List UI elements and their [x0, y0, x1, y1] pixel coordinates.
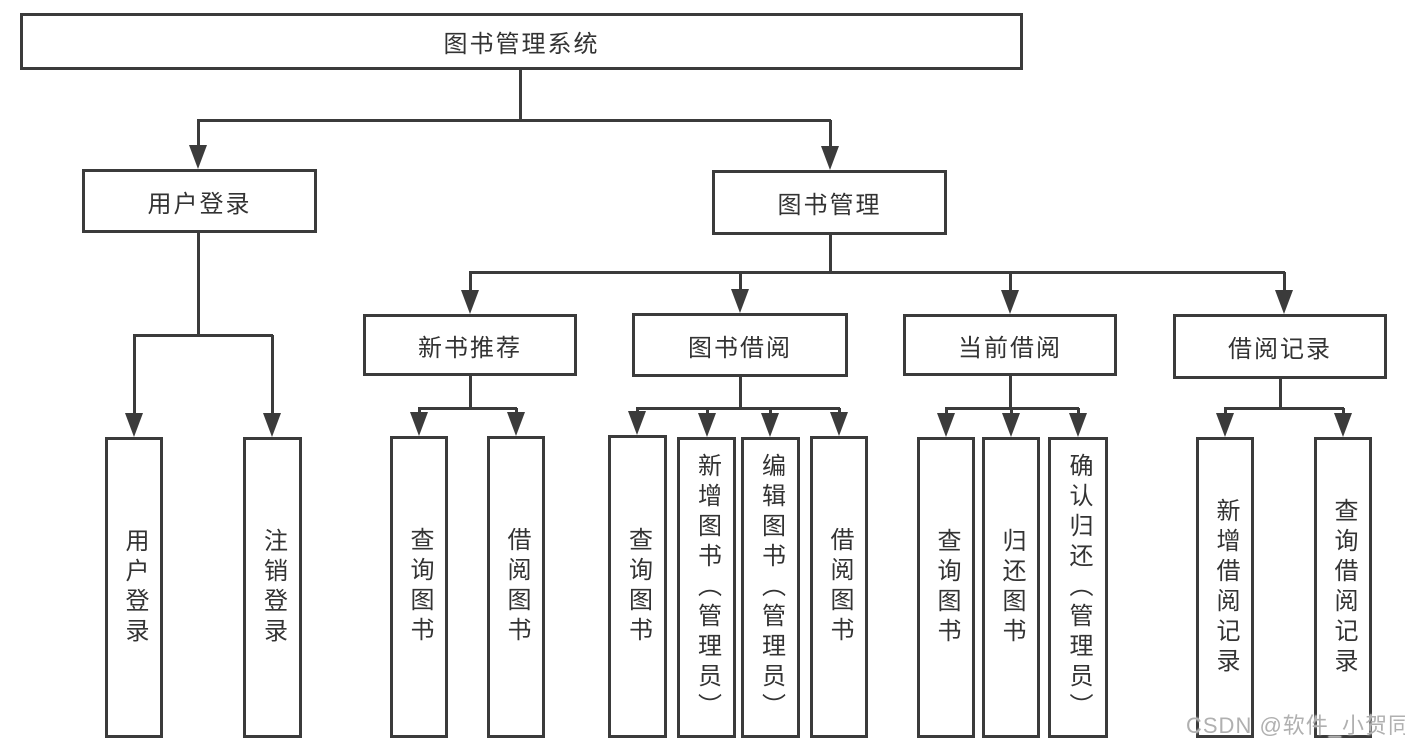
arrowhead-icon	[410, 412, 428, 436]
connector-drop	[1342, 408, 1345, 417]
arrowhead-icon	[125, 413, 143, 437]
arrowhead-icon	[1275, 290, 1293, 314]
node-nbr-query-books: 查询图书	[390, 436, 448, 738]
connector-drop	[1009, 272, 1012, 294]
arrowhead-icon	[461, 290, 479, 314]
node-label: 新增借阅记录	[1212, 497, 1239, 678]
node-label: 当前借阅	[958, 334, 1062, 362]
node-label: 查询图书	[933, 527, 960, 648]
connector-drop	[469, 272, 472, 294]
arrowhead-icon	[1002, 413, 1020, 437]
connector-bar	[197, 119, 831, 122]
node-book-borrow: 图书借阅	[632, 313, 848, 377]
arrowhead-icon	[1069, 413, 1087, 437]
node-logout: 注销登录	[243, 437, 302, 738]
node-cb-query-books: 查询图书	[917, 437, 975, 738]
node-nbr-borrow-books: 借阅图书	[487, 436, 545, 738]
arrowhead-icon	[937, 413, 955, 437]
connector-stem	[829, 235, 832, 274]
connector-stem	[197, 233, 200, 337]
node-bb-borrow-books: 借阅图书	[810, 436, 868, 738]
node-label: 查询图书	[624, 526, 652, 647]
node-label: 借阅图书	[826, 527, 853, 647]
arrowhead-icon	[507, 412, 525, 436]
connector-stem	[1279, 379, 1282, 410]
connector-bar	[469, 271, 1285, 274]
connector-drop	[706, 408, 709, 417]
connector-drop	[1010, 408, 1013, 417]
node-label: 图书借阅	[688, 334, 792, 362]
node-cb-return-books: 归还图书	[982, 437, 1040, 738]
node-label: 归还图书	[998, 527, 1025, 648]
arrowhead-icon	[821, 146, 839, 170]
connector-stem	[1009, 376, 1012, 410]
node-label: 用户登录	[121, 527, 148, 648]
connector-drop	[271, 335, 274, 417]
connector-bar	[1224, 407, 1344, 410]
node-label: 用户登录	[147, 190, 252, 218]
node-login: 用户登录	[105, 437, 163, 738]
connector-drop	[1224, 408, 1227, 417]
connector-drop	[1283, 272, 1286, 294]
connector-stem	[519, 70, 522, 121]
node-label: 新增图书（管理员）	[693, 452, 721, 723]
watermark: CSDN @软件_小贺同学	[1186, 713, 1405, 738]
arrowhead-icon	[1334, 413, 1352, 437]
connector-drop	[739, 272, 742, 293]
connector-bar	[133, 334, 273, 337]
node-label: 图书管理系统	[443, 31, 600, 58]
connector-drop	[945, 408, 948, 417]
node-label: 查询图书	[406, 527, 433, 647]
arrowhead-icon	[1001, 290, 1019, 314]
connector-stem	[739, 377, 742, 410]
node-label: 确认归还（管理员）	[1065, 452, 1092, 723]
node-book-mgmt: 图书管理	[712, 170, 947, 235]
node-label: 借阅记录	[1228, 336, 1332, 363]
node-bb-add-books: 新增图书（管理员）	[677, 437, 736, 738]
arrowhead-icon	[698, 413, 716, 437]
node-bb-query-books: 查询图书	[608, 435, 667, 738]
node-cb-confirm-return: 确认归还（管理员）	[1048, 437, 1108, 738]
arrowhead-icon	[761, 413, 779, 437]
node-current-borrow: 当前借阅	[903, 314, 1117, 376]
node-root: 图书管理系统	[20, 13, 1023, 70]
connector-bar	[636, 407, 840, 410]
node-borrow-records: 借阅记录	[1173, 314, 1387, 379]
node-label: 新书推荐	[418, 334, 522, 362]
arrowhead-icon	[189, 145, 207, 169]
node-label: 注销登录	[259, 527, 287, 648]
connector-stem	[469, 376, 472, 410]
node-bb-edit-books: 编辑图书（管理员）	[741, 437, 800, 738]
node-br-add-record: 新增借阅记录	[1196, 437, 1254, 738]
arrowhead-icon	[731, 289, 749, 313]
node-new-book-rec: 新书推荐	[363, 314, 577, 376]
node-label: 编辑图书（管理员）	[757, 452, 785, 723]
node-br-query-record: 查询借阅记录	[1314, 437, 1372, 738]
arrowhead-icon	[263, 413, 281, 437]
connector-bar	[418, 407, 517, 410]
node-label: 图书管理	[777, 192, 882, 219]
connector-drop	[829, 120, 832, 150]
connector-drop	[769, 408, 772, 417]
connector-drop	[133, 335, 136, 417]
node-label: 借阅图书	[503, 527, 530, 647]
arrowhead-icon	[1216, 413, 1234, 437]
connector-drop	[197, 120, 200, 149]
arrowhead-icon	[628, 411, 646, 435]
arrowhead-icon	[830, 412, 848, 436]
connector-drop	[1077, 408, 1080, 417]
node-user-login: 用户登录	[82, 169, 317, 233]
node-label: 查询借阅记录	[1330, 497, 1357, 678]
